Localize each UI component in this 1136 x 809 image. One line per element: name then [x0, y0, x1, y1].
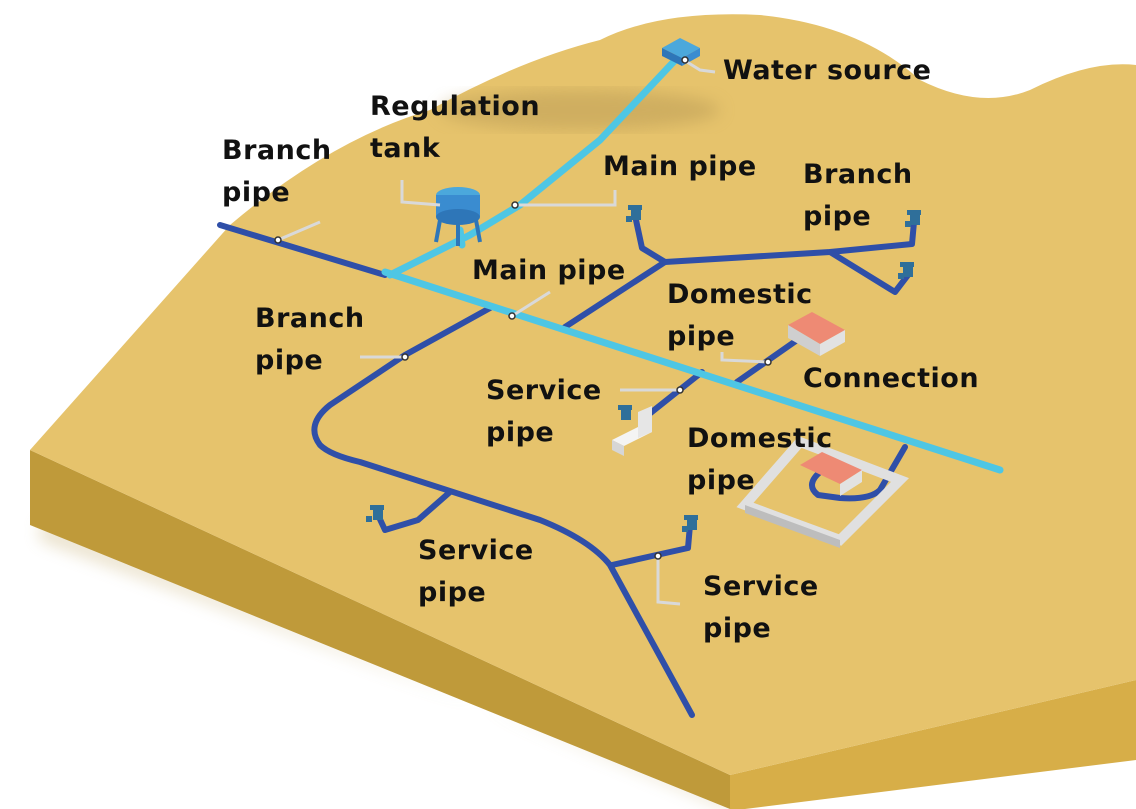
domestic-pipe-house-2: [809, 444, 908, 502]
ground-right-face: [730, 680, 1136, 809]
label-branch-pipe-top-right-line2: pipe: [803, 201, 871, 232]
main-pipe-horizontal: [381, 268, 1004, 474]
label-service-pipe-1-line2: pipe: [486, 417, 554, 448]
label-branch-pipe-top-left-line2: pipe: [222, 177, 290, 208]
service-pipe-bottom-left: [375, 489, 453, 533]
ground-front-face: [30, 450, 730, 809]
label-domestic-pipe-2-line2: pipe: [687, 465, 755, 496]
house-icon: [788, 312, 845, 356]
branch-pipe-top-left: [217, 222, 388, 278]
regulation-tank-icon: [434, 187, 482, 246]
sink-icon: [612, 405, 652, 456]
ground-top-surface: [30, 14, 1136, 776]
tank-pipe: [456, 226, 466, 249]
service-pipe-bottom-right: [609, 522, 693, 568]
branch-pipe-right-sub: [827, 249, 911, 295]
label-connection: Connection: [803, 363, 979, 394]
label-service-pipe-1-line1: Service: [486, 375, 602, 406]
label-main-pipe-top: Main pipe: [603, 151, 757, 182]
label-branch-pipe-top-right-line1: Branch: [803, 159, 913, 190]
service-pipe-sink: [645, 369, 705, 418]
label-branch-pipe-left-line2: pipe: [255, 345, 323, 376]
label-domestic-pipe-1-line2: pipe: [667, 321, 735, 352]
label-branch-pipe-top-left-line1: Branch: [222, 135, 332, 166]
leader-line: [656, 556, 681, 606]
tap-icon: [682, 515, 698, 532]
label-domestic-pipe-2-line1: Domestic: [687, 423, 833, 454]
hill-shade: [440, 90, 720, 130]
tap-icon: [905, 210, 921, 227]
label-service-pipe-3-line2: pipe: [703, 613, 771, 644]
label-main-pipe-mid: Main pipe: [472, 255, 626, 286]
tap-icon: [366, 505, 384, 522]
label-service-pipe-2-line1: Service: [418, 535, 534, 566]
connection-points: [274, 56, 772, 560]
tap-icon: [626, 205, 642, 222]
label-branch-pipe-left-line1: Branch: [255, 303, 365, 334]
label-service-pipe-2-line2: pipe: [418, 577, 486, 608]
leader-line: [400, 180, 441, 207]
tap-icon: [898, 262, 914, 279]
label-domestic-pipe-1-line1: Domestic: [667, 279, 813, 310]
label-service-pipe-3-line1: Service: [703, 571, 819, 602]
label-regulation-tank-line2: tank: [370, 133, 441, 164]
label-water-source: Water source: [723, 55, 931, 86]
leader-line: [277, 220, 321, 242]
leader-line: [720, 352, 769, 364]
leader-line: [515, 190, 617, 207]
leader-line: [686, 60, 716, 74]
walled-house-icon: [736, 436, 909, 548]
branch-pipe-right: [662, 219, 917, 265]
label-regulation-tank-line1: Regulation: [370, 91, 540, 122]
leader-line: [511, 290, 551, 318]
branch-pipe-left-loop: [311, 305, 695, 718]
branch-pipe-top-right: [562, 217, 668, 330]
